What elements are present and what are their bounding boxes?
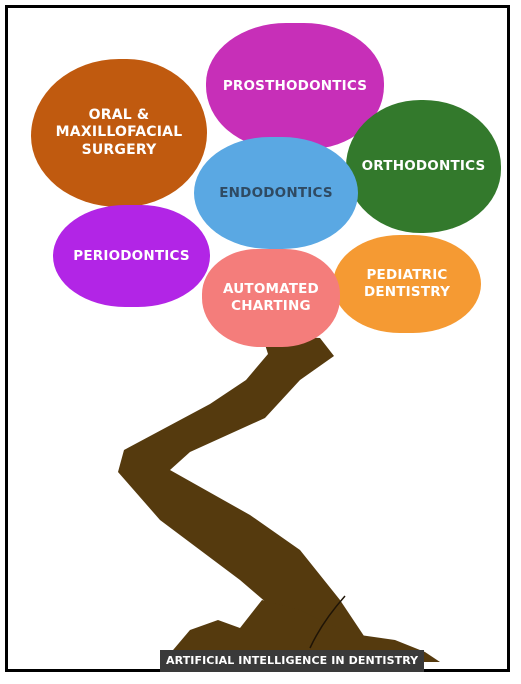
branch-orthodontics: ORTHODONTICS [346, 100, 501, 233]
branch-endodontics: ENDODONTICS [194, 137, 358, 249]
diagram-caption: ARTIFICIAL INTELLIGENCE IN DENTISTRY [160, 650, 424, 672]
trunk-shape [118, 335, 382, 655]
branch-pediatric-dentistry: PEDIATRIC DENTISTRY [333, 235, 481, 333]
branch-periodontics: PERIODONTICS [53, 205, 210, 307]
branch-oral-maxillofacial-surgery: ORAL & MAXILLOFACIAL SURGERY [31, 59, 207, 207]
branch-automated-charting: AUTOMATED CHARTING [202, 249, 340, 347]
